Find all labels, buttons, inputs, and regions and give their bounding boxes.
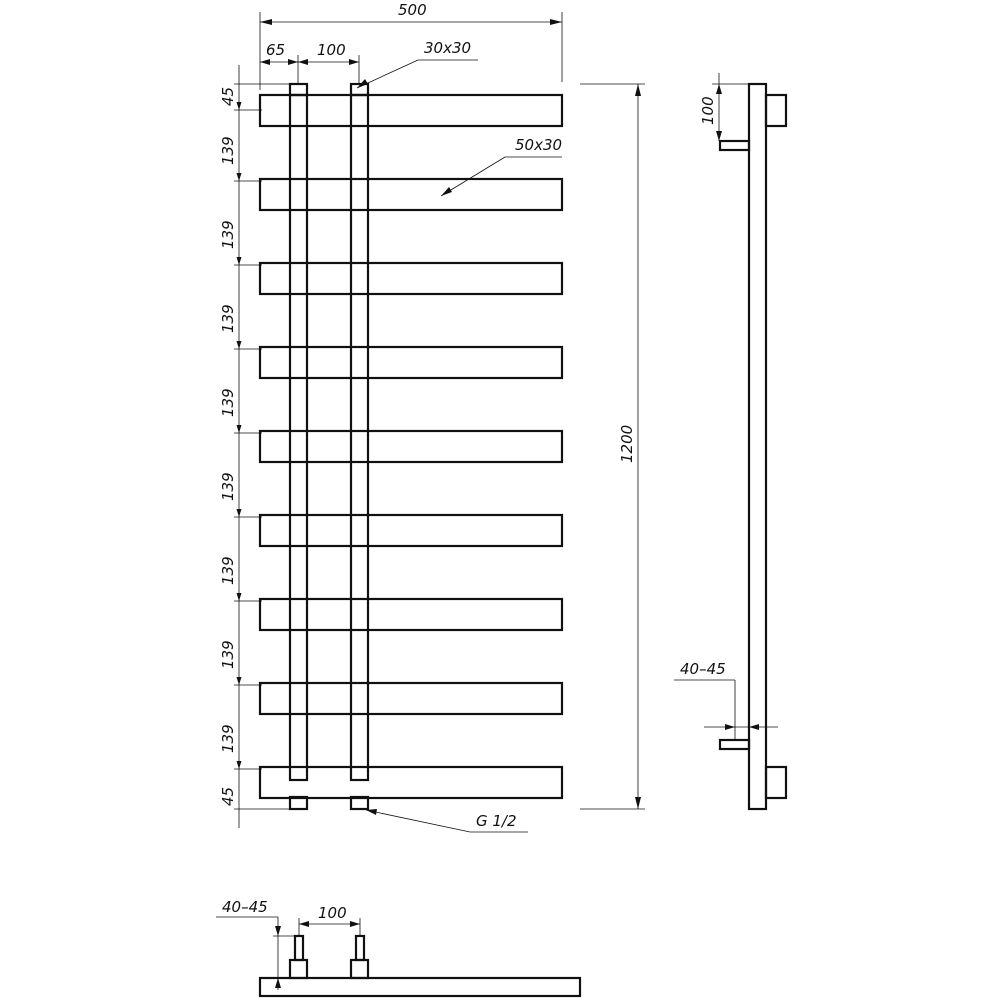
side-view: 100 40–45: [674, 73, 788, 811]
side-top-stub: [764, 93, 788, 128]
towel-bar: [258, 93, 564, 128]
chain-arrow: [236, 425, 242, 433]
side-top-bracket: [718, 139, 751, 152]
bottom-left-connector: [288, 958, 309, 980]
towel-bar: [258, 513, 564, 548]
chain-arrow: [236, 341, 242, 349]
bottom-pipe-spacing-dimension: 100: [298, 904, 361, 936]
towel-bar: [258, 429, 564, 464]
towel-bar: [258, 597, 564, 632]
side-panel: [747, 82, 768, 811]
chain-arrow: [236, 761, 242, 769]
bar-pitch-label: 139: [219, 220, 237, 249]
chain-arrow: [236, 677, 242, 685]
bar-pitch-label: 139: [219, 136, 237, 165]
bottom-right-pipe: [354, 934, 366, 962]
side-bottom-bracket: [718, 738, 751, 751]
side-top-offset-label: 100: [699, 96, 717, 125]
side-wall-gap-dimension: 40–45: [674, 660, 778, 740]
bottom-right-connector: [349, 958, 370, 980]
bar-pitch-label: 139: [219, 724, 237, 753]
height-dimension: 1200: [580, 83, 645, 810]
chain-arrow: [236, 257, 242, 265]
riser-profile-callout: 30x30: [356, 39, 478, 89]
side-offset-label: 65: [266, 41, 285, 59]
left-top-cap: [288, 82, 309, 97]
overall-height-label: 1200: [618, 425, 636, 463]
towel-bar: [258, 345, 564, 380]
bar-pitch-label: 139: [219, 388, 237, 417]
towel-bar: [258, 681, 564, 716]
chain-arrow: [236, 102, 242, 110]
thread-label: G 1/2: [476, 812, 517, 830]
front-view: 500 65 100 30x30 50x30: [219, 1, 645, 833]
bottom-gap-label: 45: [219, 787, 237, 806]
riser-pipes: [288, 82, 370, 811]
right-riser: [349, 93, 370, 782]
bottom-wall-gap-dimension: 40–45: [216, 898, 295, 990]
bottom-wall-gap-label: 40–45: [222, 898, 268, 916]
chain-arrow: [236, 593, 242, 601]
bottom-left-pipe: [293, 934, 305, 962]
riser-profile-label: 30x30: [424, 39, 471, 57]
top-gap-label: 45: [219, 87, 237, 106]
bottom-view: 100 40–45: [216, 898, 582, 998]
bottom-pipe-spacing-label: 100: [318, 904, 347, 922]
towel-bars: [258, 93, 564, 800]
bar-pitch-label: 139: [219, 472, 237, 501]
bar-pitch-label: 139: [219, 640, 237, 669]
chain-labels: 45 139 139 139 139 139 139 139 139 45: [219, 87, 237, 806]
pipe-offset-dimension: 65 100: [260, 41, 360, 84]
bar-pitch-label: 139: [219, 556, 237, 585]
side-wall-gap-label: 40–45: [680, 660, 726, 678]
chain-arrow: [236, 509, 242, 517]
towel-bar: [258, 261, 564, 296]
side-top-offset-dimension: 100: [699, 73, 749, 141]
vertical-chain-dimension: 45 139 139 139 139 139 139 139 139 45: [219, 65, 290, 828]
width-dimension: 500: [259, 1, 563, 90]
bar-profile-callout: 50x30: [440, 136, 562, 197]
thread-callout: G 1/2: [365, 809, 528, 833]
pipe-spacing-label: 100: [317, 41, 346, 59]
towel-bar: [258, 765, 564, 800]
towel-bar: [258, 177, 564, 212]
left-riser: [288, 93, 309, 782]
chain-arrow: [236, 173, 242, 181]
side-bottom-stub: [764, 765, 788, 800]
bar-profile-label: 50x30: [515, 136, 562, 154]
bar-pitch-label: 139: [219, 304, 237, 333]
overall-width-label: 500: [398, 1, 427, 19]
chain-ticks: [234, 102, 262, 770]
bottom-bar: [258, 976, 582, 998]
